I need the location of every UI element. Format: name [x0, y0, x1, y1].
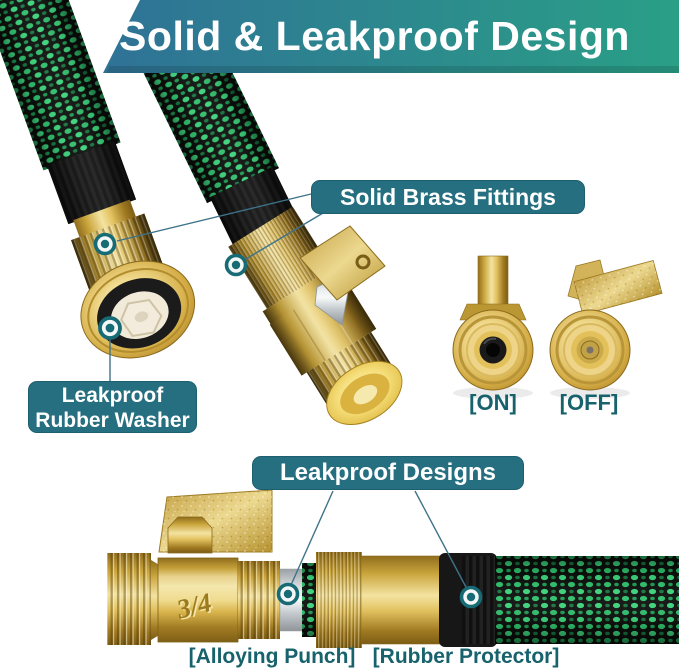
label-alloying-punch: [Alloying Punch]: [188, 645, 356, 668]
callout-markers: [93, 232, 483, 609]
collar-smooth: [360, 555, 442, 645]
page-title: Solid & Leakproof Design: [119, 13, 630, 59]
label-leakproof-rubber-washer-line2: Rubber Washer: [35, 408, 190, 432]
label-leakproof-designs: Leakproof Designs: [252, 456, 524, 490]
valve-handle: [299, 225, 386, 326]
callout-marker-washer: [98, 316, 122, 340]
label-solid-brass-fittings: Solid Brass Fittings: [311, 180, 585, 214]
callout-line-punch: [290, 490, 334, 586]
valve-on-handle: [477, 255, 509, 311]
valve-on-photo: [452, 255, 534, 399]
callout-line-brass-1: [116, 193, 312, 242]
callout-lines: [109, 193, 468, 590]
callout-line-brass-2: [245, 212, 324, 260]
bottom-valve-assembly: 3/4 3/4: [107, 489, 679, 648]
valve-hex-body: [157, 557, 239, 643]
label-rubber-protector: [Rubber Protector]: [372, 645, 560, 668]
callout-line-protector: [414, 490, 468, 590]
callout-marker-brass-right: [224, 253, 248, 277]
hose-strand-top-left: [0, 0, 196, 359]
label-valve-off: [OFF]: [559, 390, 619, 415]
male-thread-face: [326, 360, 403, 426]
label-leakproof-rubber-washer: Leakproof Rubber Washer: [28, 381, 197, 433]
header-banner: [103, 0, 679, 73]
valve-off-photo: [549, 259, 663, 399]
label-valve-on: [ON]: [469, 390, 517, 415]
handle-pivot: [167, 516, 213, 554]
callout-marker-punch: [276, 582, 300, 606]
label-leakproof-rubber-washer-line1: Leakproof: [61, 384, 164, 407]
callout-marker-protector: [459, 585, 483, 609]
callout-marker-brass-left: [93, 232, 117, 256]
valve-off-handle: [573, 259, 663, 316]
shutoff-valve-fitting: [228, 206, 403, 426]
